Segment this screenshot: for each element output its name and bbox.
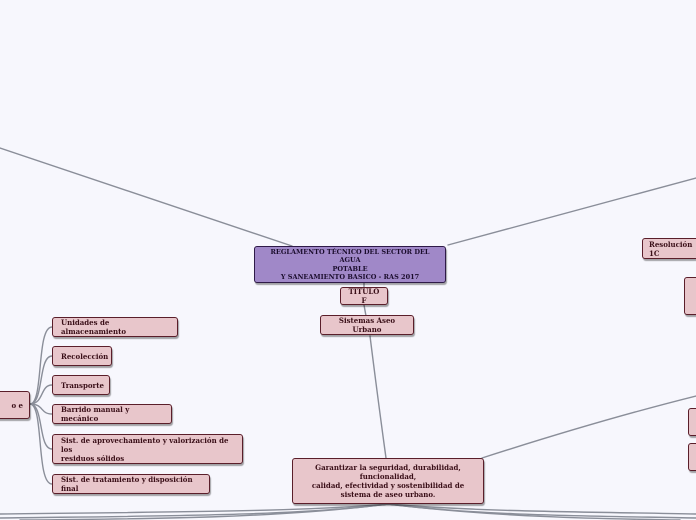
link-left-6	[29, 403, 53, 485]
left-child-tratamiento[interactable]: Sist. de tratamiento y disposición final	[52, 474, 210, 494]
titulo-node[interactable]: TITULO F	[340, 287, 388, 305]
link-left-1	[29, 326, 53, 405]
resolucion-node-label: Resolución 1C	[649, 239, 693, 258]
left-child-label: Sist. de tratamiento y disposición final	[61, 475, 193, 493]
left-child-transporte[interactable]: Transporte	[52, 375, 110, 395]
garantizar-node-label: Garantizar la seguridad, durabilidad, fu…	[311, 463, 465, 499]
link-sistemas-garantizar	[369, 335, 387, 459]
resolucion-node[interactable]: Resolución 1C	[642, 238, 696, 259]
link-bottom-left-a	[0, 503, 389, 515]
left-child-label: Unidades de almacenamiento	[61, 318, 126, 336]
sistemas-node[interactable]: Sistemas Aseo Urbano	[320, 315, 414, 335]
branch-upper-right	[447, 177, 696, 246]
left-child-label: Sist. de aprovechamiento y valorización …	[61, 435, 229, 463]
link-titulo-sistemas	[363, 304, 367, 317]
root-node-label: REGLAMENTO TÉCNICO DEL SECTOR DEL AGUA P…	[270, 247, 430, 282]
link-left-2	[29, 355, 53, 405]
right-partial-node-2[interactable]	[688, 408, 696, 436]
left-child-label: Barrido manual y mecánico	[61, 405, 130, 423]
garantizar-node[interactable]: Garantizar la seguridad, durabilidad, fu…	[292, 458, 484, 504]
left-partial-node-label: o e	[11, 400, 23, 410]
right-partial-node-3[interactable]	[688, 443, 696, 471]
left-child-label: Transporte	[61, 380, 104, 390]
right-partial-node-1[interactable]	[684, 277, 696, 315]
link-garantizar-right	[481, 395, 696, 459]
link-bottom-right-a	[387, 503, 696, 515]
left-child-unidades[interactable]: Unidades de almacenamiento	[52, 317, 178, 337]
left-child-recoleccion[interactable]: Recolección	[52, 346, 112, 366]
left-child-barrido[interactable]: Barrido manual y mecánico	[52, 404, 172, 424]
left-child-aprovechamiento[interactable]: Sist. de aprovechamiento y valorización …	[52, 434, 243, 464]
root-node[interactable]: REGLAMENTO TÉCNICO DEL SECTOR DEL AGUA P…	[254, 246, 446, 283]
left-partial-node[interactable]: o e	[0, 391, 30, 419]
sistemas-node-label: Sistemas Aseo Urbano	[338, 316, 396, 334]
left-child-label: Recolección	[61, 351, 109, 361]
link-left-5	[29, 403, 53, 450]
titulo-node-label: TITULO F	[348, 287, 380, 305]
branch-upper-left	[0, 147, 293, 247]
link-left-3	[29, 384, 53, 405]
